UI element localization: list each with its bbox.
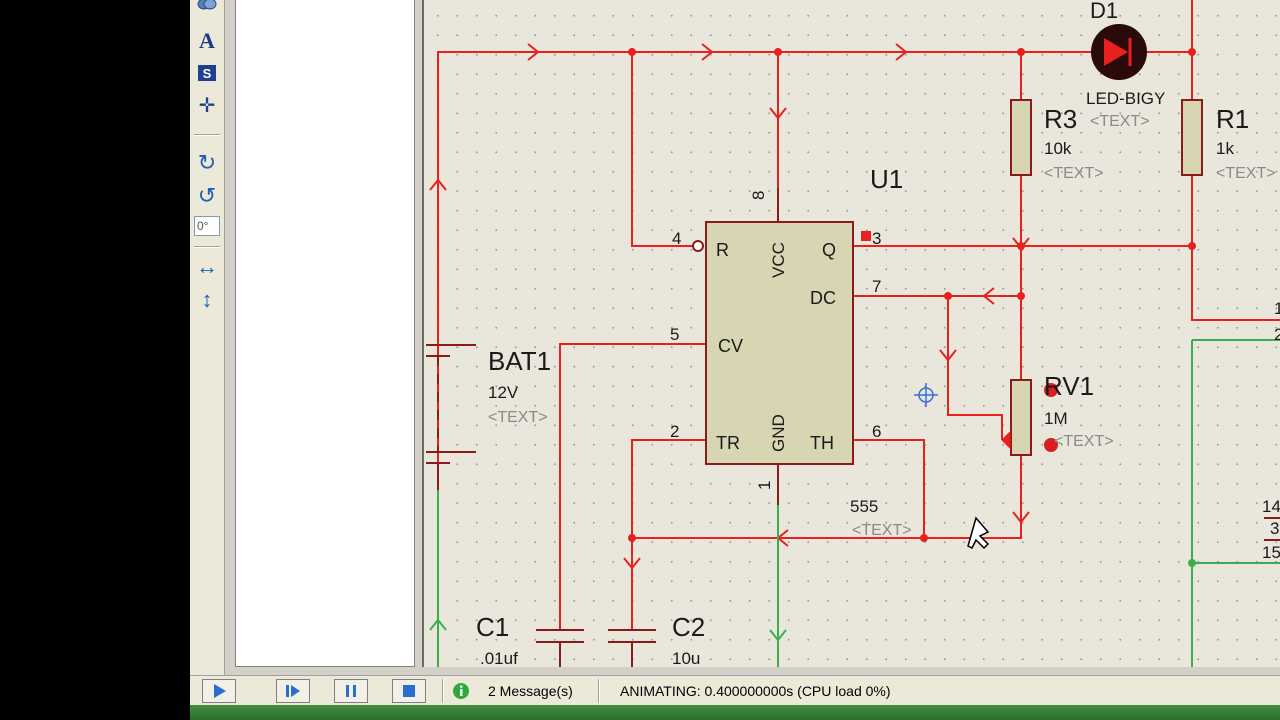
step-button[interactable] bbox=[276, 679, 310, 703]
simulation-status-text: ANIMATING: 0.400000000s (CPU load 0%) bbox=[620, 683, 891, 699]
mirror-vertical-icon[interactable]: ↕ bbox=[201, 287, 213, 312]
schematic-drawing: U1 555 <TEXT> R VCC Q DC CV TR GND TH 4 … bbox=[426, 0, 1280, 667]
pin-6-number: 6 bbox=[872, 422, 881, 441]
status-divider bbox=[598, 679, 600, 703]
toolbar-divider bbox=[194, 134, 220, 136]
pause-button[interactable] bbox=[334, 679, 368, 703]
pin-5-number: 5 bbox=[670, 325, 679, 344]
d1-value-label: LED-BIGY bbox=[1086, 89, 1165, 108]
pause-icon bbox=[346, 685, 356, 697]
message-count[interactable]: 2 Message(s) bbox=[488, 683, 573, 699]
r3-ref-label: R3 bbox=[1044, 104, 1077, 134]
bat1-ref-label: BAT1 bbox=[488, 346, 551, 376]
pin-cv-label: CV bbox=[718, 336, 743, 356]
origin-marker-icon bbox=[914, 383, 938, 407]
offscreen-component-labels: 1 2 14 3 15 bbox=[1262, 299, 1280, 562]
proteus-window: A S ✛ ↻ ↺ 0° ↔ ↕ bbox=[190, 0, 1280, 720]
r1-value-label: 1k bbox=[1216, 139, 1234, 158]
offscreen-component-pins bbox=[1264, 517, 1280, 541]
svg-text:3: 3 bbox=[1270, 519, 1279, 538]
simulation-status-bar: 2 Message(s) ANIMATING: 0.400000000s (CP… bbox=[190, 675, 1280, 706]
c1-capacitor[interactable]: C1 .01uf bbox=[476, 612, 584, 667]
c2-ref-label: C2 bbox=[672, 612, 705, 642]
u1-555-timer[interactable]: U1 555 <TEXT> R VCC Q DC CV TR GND TH 4 … bbox=[670, 164, 912, 539]
play-button[interactable] bbox=[202, 679, 236, 703]
u1-ref-label: U1 bbox=[870, 164, 903, 194]
pin-tr-label: TR bbox=[716, 433, 740, 453]
svg-text:15: 15 bbox=[1262, 543, 1280, 562]
pin-2-number: 2 bbox=[670, 422, 679, 441]
pin-th-label: TH bbox=[810, 433, 834, 453]
pin-dc-label: DC bbox=[810, 288, 836, 308]
rotate-anticlockwise-icon[interactable]: ↺ bbox=[197, 183, 217, 208]
pin-8-number: 8 bbox=[749, 191, 768, 200]
layers-icon[interactable] bbox=[194, 0, 220, 14]
info-icon[interactable] bbox=[452, 682, 470, 700]
rv1-ref-label: RV1 bbox=[1044, 371, 1094, 401]
rv1-text-placeholder: <TEXT> bbox=[1054, 433, 1114, 450]
text-tool-icon[interactable]: A bbox=[199, 28, 215, 53]
d1-led[interactable]: D1 LED-BIGY bbox=[1086, 0, 1165, 108]
c1-ref-label: C1 bbox=[476, 612, 509, 642]
bat1-value-label: 12V bbox=[488, 383, 519, 402]
c1-value-label: .01uf bbox=[480, 649, 518, 667]
d1-ref-label: D1 bbox=[1090, 0, 1118, 23]
u1-text-placeholder: <TEXT> bbox=[852, 522, 912, 539]
c2-value-label: 10u bbox=[672, 649, 700, 667]
stop-button[interactable] bbox=[392, 679, 426, 703]
r1-resistor[interactable]: R1 1k <TEXT> bbox=[1181, 99, 1276, 182]
r1-ref-label: R1 bbox=[1216, 104, 1249, 134]
svg-text:1: 1 bbox=[1274, 299, 1280, 318]
play-icon bbox=[214, 684, 226, 698]
idle-wires bbox=[429, 339, 1280, 667]
toolbar-divider bbox=[194, 246, 220, 248]
pin-3-number: 3 bbox=[872, 229, 881, 248]
rotation-angle-field[interactable]: 0° bbox=[194, 216, 220, 236]
schematic-canvas[interactable]: U1 555 <TEXT> R VCC Q DC CV TR GND TH 4 … bbox=[422, 0, 1280, 667]
mirror-horizontal-icon[interactable]: ↔ bbox=[196, 254, 218, 279]
device-selector-panel[interactable] bbox=[235, 0, 415, 667]
wire-junctions bbox=[628, 48, 1196, 542]
pin-vcc-label: VCC bbox=[769, 242, 788, 278]
c2-capacitor[interactable]: C2 10u bbox=[608, 612, 705, 667]
pin-q-label: Q bbox=[822, 240, 836, 260]
bat1-battery[interactable]: BAT1 12V <TEXT> bbox=[426, 344, 551, 490]
rotate-clockwise-icon[interactable]: ↻ bbox=[197, 150, 217, 175]
bat1-text-placeholder: <TEXT> bbox=[488, 409, 548, 426]
u1-value-label: 555 bbox=[850, 497, 878, 516]
stop-icon bbox=[403, 685, 415, 697]
tool-strip: A S ✛ ↻ ↺ 0° ↔ ↕ bbox=[190, 0, 225, 675]
pin-gnd-label: GND bbox=[769, 414, 788, 452]
pin-1-number: 1 bbox=[755, 481, 774, 490]
wire-junction-idle bbox=[1188, 559, 1196, 567]
pin-r-label: R bbox=[716, 240, 729, 260]
r3-value-label: 10k bbox=[1044, 139, 1072, 158]
svg-text:2: 2 bbox=[1274, 325, 1280, 344]
rv1-value-label: 1M bbox=[1044, 409, 1068, 428]
step-icon bbox=[286, 685, 300, 697]
svg-text:14: 14 bbox=[1262, 497, 1280, 516]
pin-4-number: 4 bbox=[672, 229, 681, 248]
status-divider bbox=[442, 679, 444, 703]
pin-7-number: 7 bbox=[872, 277, 881, 296]
r3-text-placeholder-b: <TEXT> bbox=[1044, 165, 1104, 182]
r3-resistor[interactable]: R3 10k <TEXT> <TEXT> bbox=[1010, 99, 1150, 182]
windows-taskbar bbox=[190, 705, 1280, 720]
r3-text-placeholder-a: <TEXT> bbox=[1090, 113, 1150, 130]
script-tool-icon[interactable]: S bbox=[194, 60, 220, 86]
r1-text-placeholder: <TEXT> bbox=[1216, 165, 1276, 182]
marker-tool-icon[interactable]: ✛ bbox=[198, 94, 216, 117]
rv1-potentiometer[interactable]: RV1 1M <TEXT> bbox=[1001, 371, 1114, 456]
mouse-pointer-icon bbox=[967, 516, 990, 550]
